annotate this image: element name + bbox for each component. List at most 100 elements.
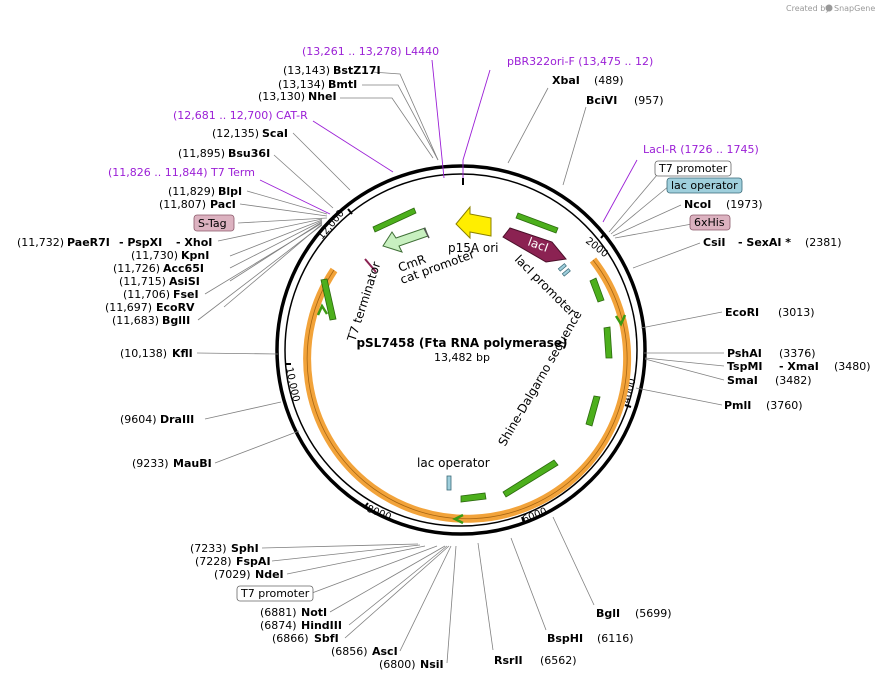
- boxed-lac-operator-top: lac operator: [666, 177, 743, 194]
- conn-blpi: [246, 190, 328, 215]
- site-bsu36i-pos: (11,895): [178, 147, 225, 160]
- snapgene-logo-icon: [825, 4, 833, 12]
- site-asci-pos: (6856): [331, 645, 368, 658]
- site-ecorv-name: EcoRV: [156, 301, 195, 314]
- site-xmai-name: - XmaI: [779, 360, 819, 373]
- boxed-t7-promoter-bottom: T7 promoter: [236, 585, 314, 602]
- primer-laci-r: LacI-R (1726 .. 1745): [643, 143, 759, 156]
- conn-tspmi: [644, 357, 725, 367]
- sites-right: EcoRI (3013) PshAI (3376) TspMI - XmaI (…: [724, 306, 871, 412]
- site-fsei-pos: (11,706): [123, 288, 170, 301]
- cds-segment-5: [460, 492, 487, 503]
- sites-bottom-right: RsrII (6562) BspHI (6116) BglI (5699): [494, 607, 672, 667]
- site-xbai-pos: (489): [594, 74, 624, 87]
- cds-segment-8: [372, 207, 417, 233]
- site-tspmi-pos: (3480): [834, 360, 871, 373]
- inner-cds-arrows: [320, 207, 613, 503]
- sites-left-mid: (10,138) KflI (9604) DraIII (9233) MauBI: [120, 347, 212, 470]
- tick-4000: [624, 404, 632, 408]
- backbone-inner-ring: [284, 173, 638, 527]
- site-bcivi-name: BciVI: [586, 94, 617, 107]
- site-bgli-name: BglI: [596, 607, 620, 620]
- boxed-6xhis: 6xHis: [689, 214, 731, 231]
- site-pspxi-name: - PspXI: [119, 236, 162, 249]
- lac-operator-inner-mark: [446, 475, 452, 491]
- cmr-arrow: [382, 227, 429, 253]
- site-nsii-pos: (6800): [379, 658, 416, 671]
- conn-bcivi: [562, 106, 587, 186]
- conn-fsei: [204, 222, 323, 295]
- tick-2000: [600, 232, 606, 239]
- site-maubi-pos: (9233): [132, 457, 169, 470]
- laci-promoter-mark-1: [557, 263, 567, 272]
- cds-segment-4: [502, 459, 559, 498]
- site-nhei-name: NheI: [308, 90, 337, 103]
- laci-label: lacI: [526, 235, 550, 255]
- site-pshai-pos: (3376): [779, 347, 816, 360]
- site-maubi-name: MauBI: [173, 457, 212, 470]
- site-smai-pos: (3482): [775, 374, 812, 387]
- site-ecorv-pos: (11,697): [105, 301, 152, 314]
- site-smai-name: SmaI: [727, 374, 758, 387]
- site-bglii-pos: (11,683): [112, 314, 159, 327]
- site-bcivi-pos: (957): [634, 94, 664, 107]
- conn-stag: [237, 217, 328, 224]
- site-draiii-pos: (9604): [120, 413, 157, 426]
- orf-chevron-right: [614, 314, 627, 327]
- conn-fspai: [271, 544, 421, 562]
- tick-12000: [347, 208, 353, 215]
- site-noti-pos: (6881): [260, 606, 297, 619]
- site-pshai-name: PshAI: [727, 347, 762, 360]
- site-bsphi-pos: (6116): [597, 632, 634, 645]
- lac-operator-top-box: [666, 177, 743, 194]
- laci-promoter-mark-2: [561, 268, 571, 277]
- orf-chevron-left: [316, 303, 329, 316]
- conn-scai: [292, 132, 351, 191]
- conn-kpni: [229, 219, 323, 257]
- site-fsei-name: FseI: [173, 288, 199, 301]
- site-pmli-pos: (3760): [766, 399, 803, 412]
- snapgene-credit: Created by SnapGene: [786, 4, 875, 13]
- site-bstz17i-pos: (13,143): [283, 64, 330, 77]
- six-his-label: 6xHis: [694, 216, 725, 229]
- plasmid-length: 13,482 bp: [434, 351, 490, 364]
- sites-top-left: (13,143) BstZ17I (13,134) BmtI (13,130) …: [159, 64, 381, 211]
- site-scai-name: ScaI: [262, 127, 288, 140]
- primer-connectors: [259, 59, 638, 223]
- site-acc65i-name: Acc65I: [163, 262, 204, 275]
- site-sphi-name: SphI: [231, 542, 259, 555]
- site-kfli-name: KflI: [172, 347, 193, 360]
- site-blpi-name: BlpI: [218, 185, 242, 198]
- conn-bgli: [552, 516, 595, 606]
- site-noti-name: NotI: [301, 606, 327, 619]
- conn-nsii: [446, 545, 457, 664]
- conn-maubi: [214, 430, 300, 464]
- site-draiii-name: DraIII: [160, 413, 194, 426]
- shine-dalgarno-label: Shine-Dalgarno sequence: [495, 308, 584, 448]
- conn-asisi: [229, 221, 323, 282]
- conn-sbfi: [344, 545, 450, 639]
- site-bmti-name: BmtI: [328, 78, 357, 91]
- site-xbai-name: XbaI: [552, 74, 580, 87]
- conn-acc65i: [229, 220, 323, 269]
- site-bmti-pos: (13,134): [278, 78, 325, 91]
- conn-ncoi: [612, 204, 682, 237]
- site-rsrii-pos: (6562): [540, 654, 577, 667]
- laci-promoter-label: lacI promoter: [512, 252, 579, 319]
- site-ncoi-name: NcoI: [684, 198, 711, 211]
- t7-promoter-bottom-label: T7 promoter: [240, 587, 310, 600]
- conn-bmti: [362, 84, 439, 161]
- site-kfli-pos: (10,138): [120, 347, 167, 360]
- site-ndei-name: NdeI: [255, 568, 284, 581]
- site-sbfi-name: SbfI: [314, 632, 339, 645]
- site-paci-pos: (11,807): [159, 198, 206, 211]
- conn-paci: [239, 203, 328, 217]
- t7-terminator-mark: [364, 258, 377, 273]
- conn-bsphi: [510, 537, 547, 631]
- lac-operator-top-label: lac operator: [671, 179, 738, 192]
- cat-promoter-mark: [423, 227, 430, 239]
- conn-primer-t7term: [259, 179, 331, 215]
- site-paer7i-name: PaeR7I: [67, 236, 110, 249]
- conn-asci: [399, 545, 452, 652]
